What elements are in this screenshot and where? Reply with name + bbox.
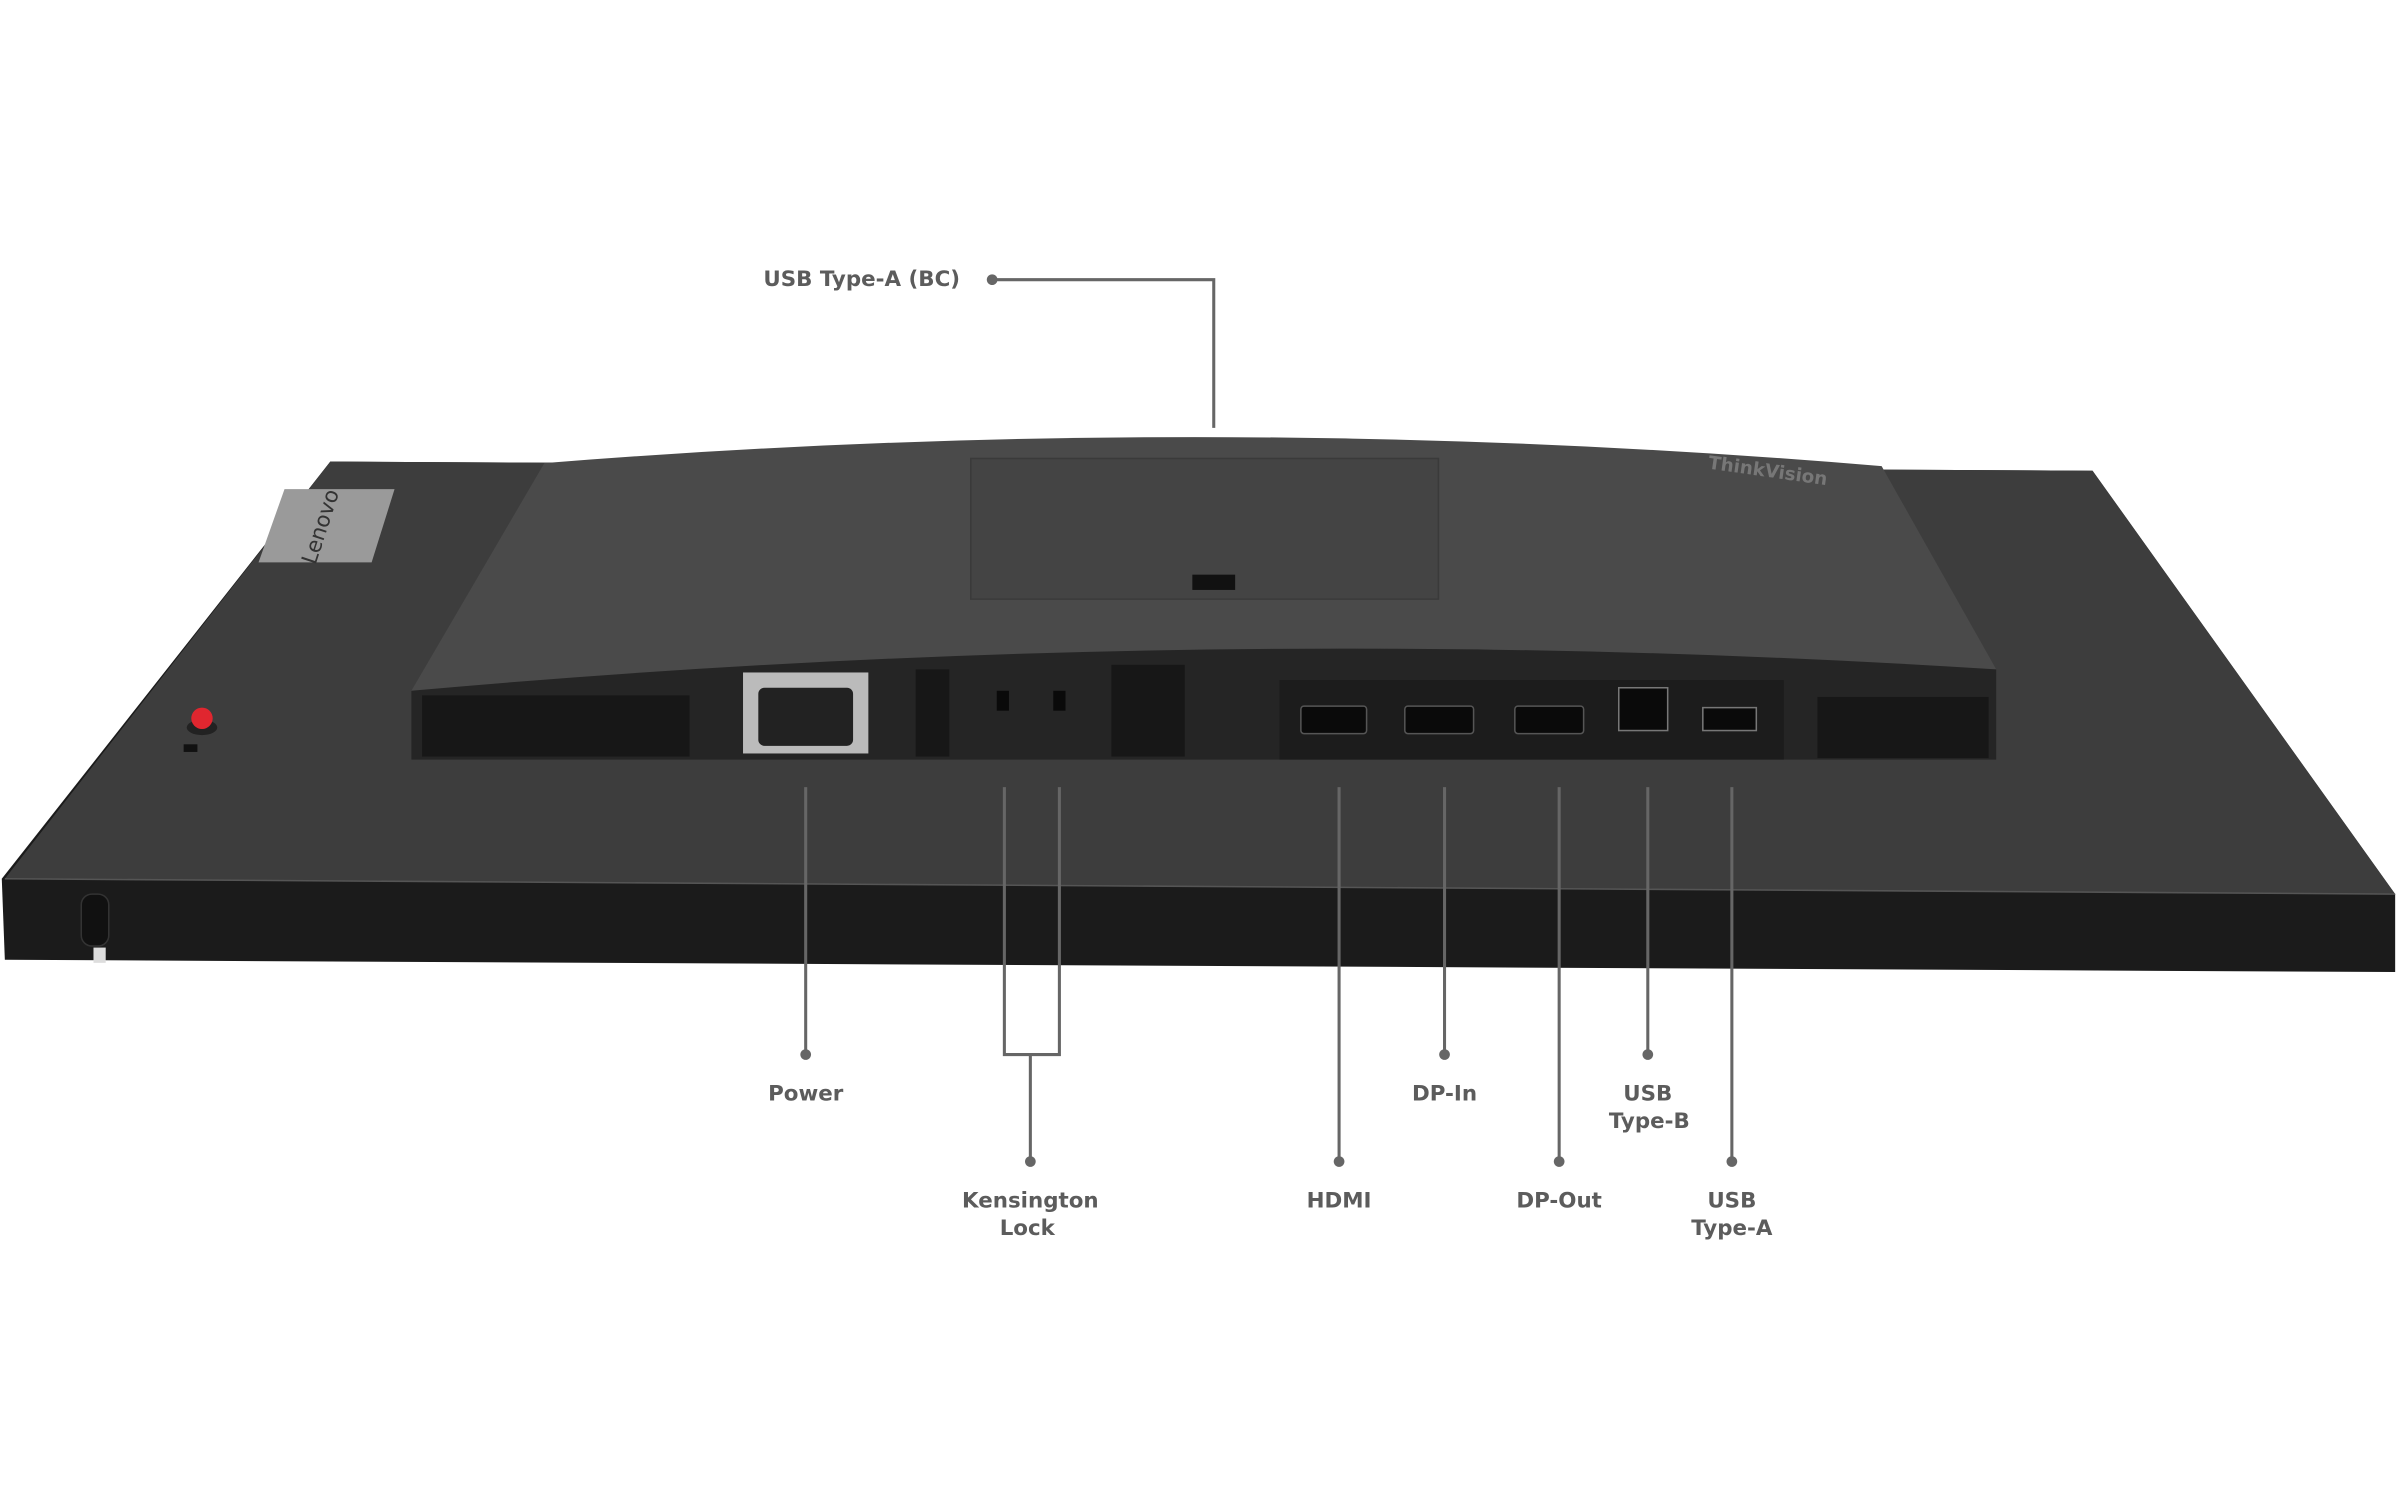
dp-out-port — [1514, 705, 1585, 735]
label-power: Power — [768, 1081, 844, 1106]
lenovo-badge: Lenovo — [258, 486, 395, 567]
power-port — [743, 672, 869, 754]
label-usb-type-a-line2: Type-A — [1691, 1216, 1773, 1241]
leader-lines — [800, 274, 1738, 1167]
kensington-slot-1 — [996, 690, 1009, 711]
label-usb-type-a-bc: USB Type-A (BC) — [763, 267, 960, 292]
label-kensington-line1: Kensington — [962, 1188, 1099, 1213]
label-usb-type-a-line1: USB — [1707, 1188, 1756, 1213]
dp-in-port — [1404, 705, 1475, 735]
label-usb-type-b-line1: USB — [1623, 1081, 1672, 1106]
back-housing: ThinkVision — [411, 437, 1997, 760]
label-usb-type-b-line2: Type-B — [1609, 1109, 1690, 1134]
joystick-button[interactable] — [183, 707, 218, 752]
side-port-icon — [80, 893, 110, 947]
usb-type-a-port — [1702, 706, 1758, 732]
vents — [422, 664, 1989, 759]
hdmi-port — [1300, 705, 1368, 735]
usb-type-b-port — [1618, 686, 1669, 732]
label-hdmi: HDMI — [1307, 1188, 1372, 1213]
kensington-slot-2 — [1053, 690, 1066, 711]
label-kensington-line2: Lock — [1000, 1216, 1056, 1241]
label-dp-in: DP-In — [1412, 1081, 1477, 1106]
label-dp-out: DP-Out — [1516, 1188, 1602, 1213]
